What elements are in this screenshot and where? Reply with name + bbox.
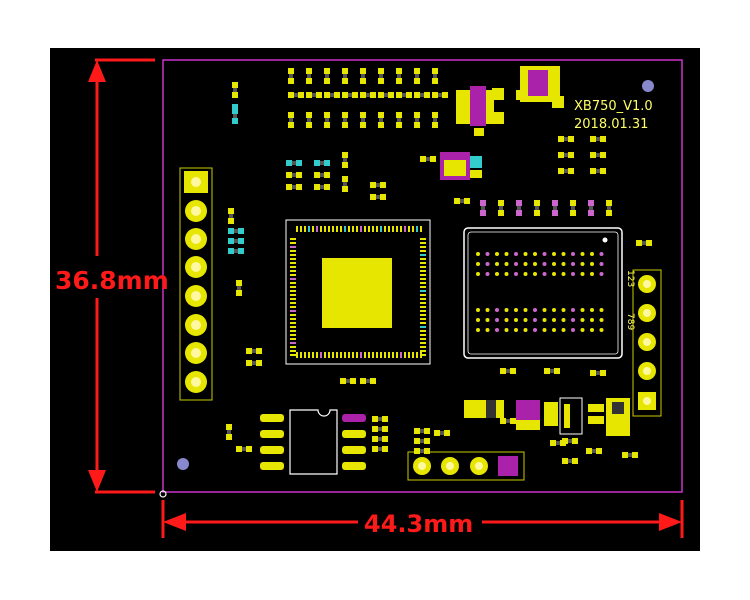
ddr-memory [463, 227, 623, 359]
height-dimension-label: 36.8mm [55, 266, 169, 295]
width-dimension [161, 500, 684, 538]
height-dimension [88, 58, 155, 494]
board-date: 2018.01.31 [574, 117, 648, 132]
mounting-hole-bottom-left [177, 458, 189, 470]
left-pin-header [179, 167, 213, 401]
board-name: XB750_V1.0 [574, 99, 653, 114]
bottom-pin-header [407, 451, 525, 481]
connector-label-top: 123 [625, 270, 635, 287]
board-outline [162, 59, 683, 493]
width-dimension-label: 44.3mm [364, 510, 473, 538]
flash-chip [260, 409, 366, 475]
main-processor [285, 219, 431, 365]
crystal-oscillator [516, 66, 564, 108]
right-pin-header [632, 269, 662, 417]
connector-label-bottom: 789 [625, 313, 635, 330]
power-components [464, 397, 630, 436]
pcb-layout: 36.8mm 44.3mm XB750_V1.0 2018.01.31 123 … [55, 58, 684, 538]
origin-marker [159, 490, 167, 498]
mounting-hole-top-right [642, 80, 654, 92]
rf-component [456, 86, 504, 136]
pcb-canvas: 36.8mm 44.3mm XB750_V1.0 2018.01.31 123 … [50, 48, 700, 551]
